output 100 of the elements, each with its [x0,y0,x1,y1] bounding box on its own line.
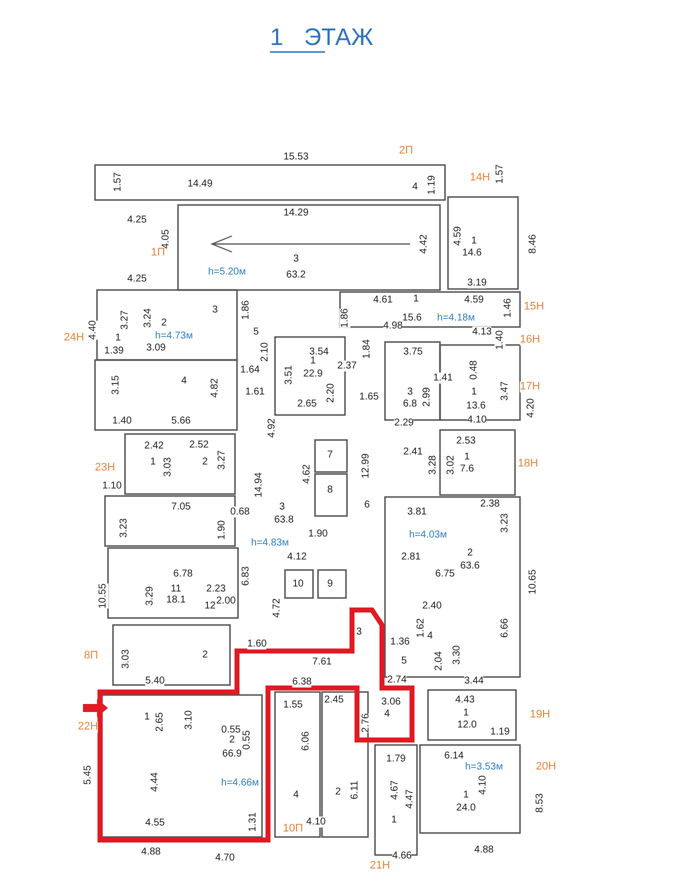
dimension-label: 6.06 [300,731,312,751]
dimension-label: 4.40 [88,320,98,340]
dimension-label: 5.66 [171,416,191,426]
dimension-label: 7.61 [312,656,332,668]
dimension-label: 4.25 [127,214,147,226]
exit-label: 10П [282,824,304,834]
dimension-label: 24.0 [456,802,476,814]
dimension-label: 3.29 [144,586,156,606]
room-number: 3 [279,502,285,512]
dimension-label: 4.10 [478,775,488,795]
dimension-label: 3.19 [467,278,487,288]
exit-label: 19Н [530,710,550,720]
dimension-label: 2.00 [216,596,236,606]
ceiling-height-label: h=4.83м [251,538,289,548]
dimension-label: 6.11 [350,780,360,800]
dimension-label: 1.41 [433,372,453,384]
dimension-label: 3.15 [110,375,122,395]
exit-label: 20Н [536,762,556,772]
exit-label: 23Н [94,462,116,474]
room-number: 2 [161,318,167,328]
exit-label: 14Н [470,172,490,184]
dimension-label: 4.67 [390,780,400,800]
room-number: 1 [464,452,470,462]
dimension-label: 3.27 [120,310,130,330]
dimension-label: 3.30 [452,645,462,665]
dimension-label: 15.53 [283,152,309,162]
dimension-label: 2.20 [326,383,336,403]
room-number: 1 [471,386,477,398]
dimension-label: 3.03 [162,457,174,477]
room-number: 3 [356,626,362,638]
dimension-label: 4.05 [160,229,172,249]
dimension-label: 3.10 [184,710,194,730]
room-number: 11 [170,584,182,594]
dimension-label: 0.55 [221,724,241,736]
room-number: 4 [293,790,299,800]
dimension-label: 3.47 [500,381,510,401]
dimension-label: 4.72 [272,598,282,618]
room-number: 2 [229,734,235,746]
dimension-label: 4.98 [383,320,403,332]
dimension-label: 10.55 [98,583,108,609]
room-number: 2 [202,650,208,660]
ceiling-height-label: h=4.73м [155,330,193,342]
dimension-label: 7.05 [171,502,191,512]
dimension-label: 5.45 [82,765,94,785]
dimension-label: 4.61 [373,294,393,306]
dimension-label: 12.99 [360,453,372,479]
dimension-label: 2.45 [324,694,344,706]
dimension-label: 2.29 [394,418,414,428]
dimension-label: 4.10 [306,816,326,828]
dimension-label: 1.60 [247,638,267,650]
dimension-label: 3.03 [120,649,132,669]
dimension-label: 4.20 [526,398,536,418]
dimension-label: 1.86 [240,300,252,320]
dimension-label: 2.38 [480,498,500,510]
dimension-label: 1.36 [390,636,410,648]
dimension-label: 3.44 [464,676,484,686]
dimension-label: 1.90 [216,520,228,540]
dimension-label: 63.6 [460,560,480,572]
dimension-label: 2.74 [387,674,407,686]
dimension-label: 2.65 [297,398,317,410]
exit-label: 21Н [370,860,390,872]
dimension-label: 4.70 [215,852,235,864]
dimension-label: 1.19 [426,175,438,195]
dimension-label: 1.40 [494,330,506,350]
dimension-label: 2.76 [360,713,372,733]
room-number: 4 [412,182,418,192]
dimension-label: 1.90 [308,528,328,540]
dimension-label: 4.88 [474,844,494,856]
dimension-label: 10.65 [528,569,538,595]
room-number: 1 [144,712,150,722]
dimension-label: 3.81 [407,506,427,518]
dimension-label: 8.46 [528,234,538,254]
dimension-label: 1.79 [386,754,406,764]
room-number: 4 [384,708,390,720]
dimension-label: 1.57 [494,164,506,184]
exit-label: 22Н [78,722,98,732]
dimension-label: 2.37 [337,360,357,372]
dimension-label: 63.2 [286,270,306,280]
dimension-label: 4.12 [287,552,307,562]
dimension-label: 3.54 [309,346,329,358]
dimension-label: 2.41 [403,446,423,458]
dimension-label: 3.06 [381,696,401,708]
ceiling-height-label: h=4.66м [221,778,259,788]
room-number: 1 [471,236,477,246]
dimension-label: 14.29 [283,208,309,218]
dimension-label: 3.09 [146,342,166,354]
room-number: 1 [391,814,397,826]
dimension-label: 4.13 [472,326,492,338]
dimension-label: 1.62 [416,618,426,638]
dimension-label: 2.10 [260,342,270,362]
dimension-label: 6.38 [292,676,312,688]
dimension-label: 6.8 [403,398,417,410]
room-number: 9 [327,578,333,590]
exit-label: 8П [84,650,98,662]
room-number: 2 [202,456,208,468]
room-number: 2 [335,786,341,798]
dimension-label: 6.66 [500,618,510,638]
room-number: 4 [427,630,433,642]
dimension-label: 1.64 [240,364,260,376]
dimension-label: 6.14 [444,750,464,762]
